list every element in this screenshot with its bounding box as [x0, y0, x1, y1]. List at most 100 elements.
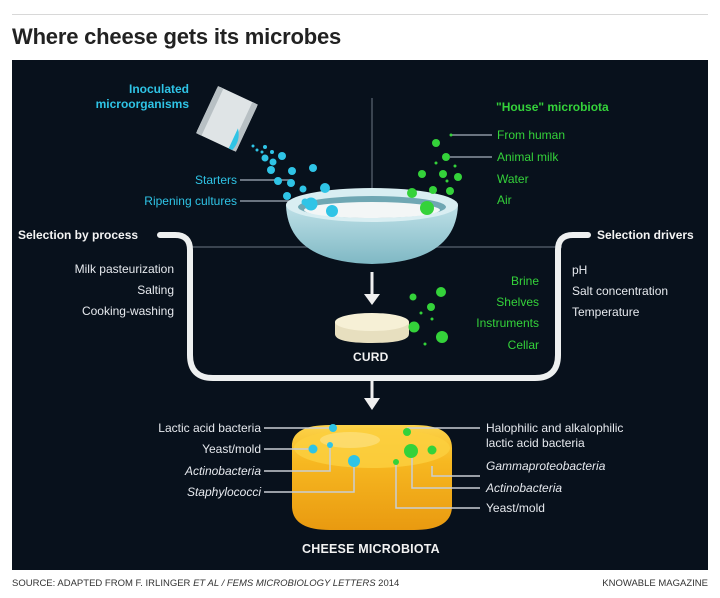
green-microbe-dot [407, 188, 417, 198]
inoculated-item-ripening-cultures: Ripening cultures [144, 194, 237, 208]
cyan-microbe-dot [308, 444, 318, 454]
house-item-animal-milk: Animal milk [497, 150, 559, 164]
green-microbe-dot [408, 321, 420, 333]
green-microbe-dot [436, 287, 446, 297]
inoculated-item-starters: Starters [194, 173, 237, 187]
cyan-microbe-dot [261, 154, 269, 162]
driver-item-temperature: Temperature [572, 305, 640, 319]
inoculated-heading-line1: Inoculated [128, 82, 189, 96]
inoculated-microbes [251, 144, 338, 217]
green-microbe-dot [427, 445, 437, 455]
process-item-salting: Salting [137, 283, 174, 297]
cyan-microbe-dot [274, 177, 282, 185]
green-microbe-dot [403, 428, 411, 436]
green-microbe-dot [430, 317, 434, 321]
inoculated-heading: Inoculated microorganisms [96, 82, 189, 112]
cyan-microbe-dot [327, 442, 333, 448]
arrow-to-cheese [364, 381, 380, 410]
top-divider [12, 14, 708, 15]
selection-drivers-heading: Selection drivers [597, 228, 694, 242]
cyan-microbe-dot [320, 183, 330, 193]
halophilic-line2: lactic acid bacteria [486, 436, 585, 450]
cyan-microbe-dot [304, 197, 318, 211]
cyan-microbe-dot [329, 424, 337, 432]
halophilic-line1: Halophilic and alkalophilic [486, 421, 624, 435]
selection-by-process-heading: Selection by process [18, 228, 139, 242]
cheese-right-label-actinobacteria: Actinobacteria [486, 481, 563, 495]
house-item-air: Air [497, 193, 512, 207]
publisher-credit: KNOWABLE MAGAZINE [602, 578, 708, 589]
driver-item-salt: Salt concentration [572, 284, 669, 298]
process-item-cooking-washing: Cooking-washing [81, 304, 174, 318]
house-heading: "House" microbiota [496, 100, 609, 114]
cyan-microbe-dot [267, 166, 275, 174]
env-item-brine: Brine [510, 274, 539, 288]
green-microbe-dot [432, 139, 440, 147]
cyan-microbe-dot [260, 150, 264, 154]
green-microbe-dot [454, 173, 462, 181]
green-microbe-dot [409, 293, 417, 301]
green-microbe-dot [442, 153, 450, 161]
green-microbe-dot [446, 187, 454, 195]
cyan-microbe-dot [299, 185, 307, 193]
cheese-right-leaders [395, 427, 480, 509]
green-microbe-dot [436, 331, 448, 343]
green-microbe-dot [420, 201, 434, 215]
cyan-microbe-dot [255, 148, 259, 152]
inoculated-heading-line2: microorganisms [95, 97, 189, 111]
green-microbe-dot [419, 311, 423, 315]
env-item-cellar: Cellar [507, 338, 539, 352]
cyan-microbe-dot [348, 455, 360, 467]
green-microbe-dot [439, 170, 447, 178]
green-microbe-dot [434, 161, 438, 165]
cheese-left-label-lactic: Lactic acid bacteria [158, 421, 261, 435]
cheese-left-label-staphylococci: Staphylococci [186, 485, 261, 499]
green-microbe-dot [404, 444, 418, 458]
cyan-microbe-dot [288, 167, 296, 175]
cheese-left-label-yeast: Yeast/mold [202, 442, 261, 456]
cyan-microbe-dot [251, 144, 255, 148]
house-item-water: Water [497, 172, 529, 186]
cyan-microbe-dot [278, 152, 286, 160]
green-microbe-dot [423, 342, 427, 346]
green-microbe-dot [393, 459, 399, 465]
cyan-microbe-dot [263, 145, 267, 149]
green-microbe-dot [453, 164, 457, 168]
source-year: 2014 [375, 578, 400, 589]
cyan-microbe-dot [287, 179, 295, 187]
house-microbes [407, 133, 462, 215]
green-microbe-dot [429, 186, 437, 194]
page-title: Where cheese gets its microbes [12, 24, 342, 49]
cyan-microbe-dot [283, 192, 291, 200]
cyan-microbe-dot [270, 150, 274, 154]
curd-label: CURD [353, 350, 389, 364]
arrow-bowl-to-curd [364, 272, 380, 305]
curd-icon [335, 313, 409, 343]
cheese-right-label-gammaproteobacteria: Gammaproteobacteria [486, 459, 606, 473]
cheese-microbes [308, 424, 437, 467]
source-credit: SOURCE: ADAPTED FROM F. IRLINGER ET AL /… [12, 578, 399, 589]
cheese-microbiota-label: CHEESE MICROBIOTA [302, 542, 440, 556]
cyan-microbe-dot [309, 164, 317, 172]
selection-bracket [157, 232, 591, 381]
cheese-right-label-halophilic: Halophilic and alkalophilic lactic acid … [486, 421, 623, 451]
inoculum-packet-icon [196, 86, 258, 152]
env-item-shelves: Shelves [496, 295, 539, 309]
environment-microbes [408, 287, 448, 346]
cyan-microbe-dot [326, 205, 338, 217]
green-microbe-dot [418, 170, 426, 178]
cheese-left-leaders [264, 427, 355, 493]
source-journal: ET AL / FEMS MICROBIOLOGY LETTERS [193, 578, 376, 589]
green-microbe-dot [449, 133, 453, 137]
cheese-right-label-yeast: Yeast/mold [486, 501, 545, 515]
green-microbe-dot [445, 179, 449, 183]
cyan-microbe-dot [269, 158, 277, 166]
source-prefix: SOURCE: ADAPTED FROM F. IRLINGER [12, 578, 194, 589]
cheese-left-label-actinobacteria: Actinobacteria [184, 464, 261, 478]
cheese-wheel-icon [291, 425, 452, 530]
env-item-instruments: Instruments [476, 316, 539, 330]
driver-item-ph: pH [572, 263, 588, 277]
green-microbe-dot [427, 303, 435, 311]
process-item-pasteurization: Milk pasteurization [74, 262, 174, 276]
